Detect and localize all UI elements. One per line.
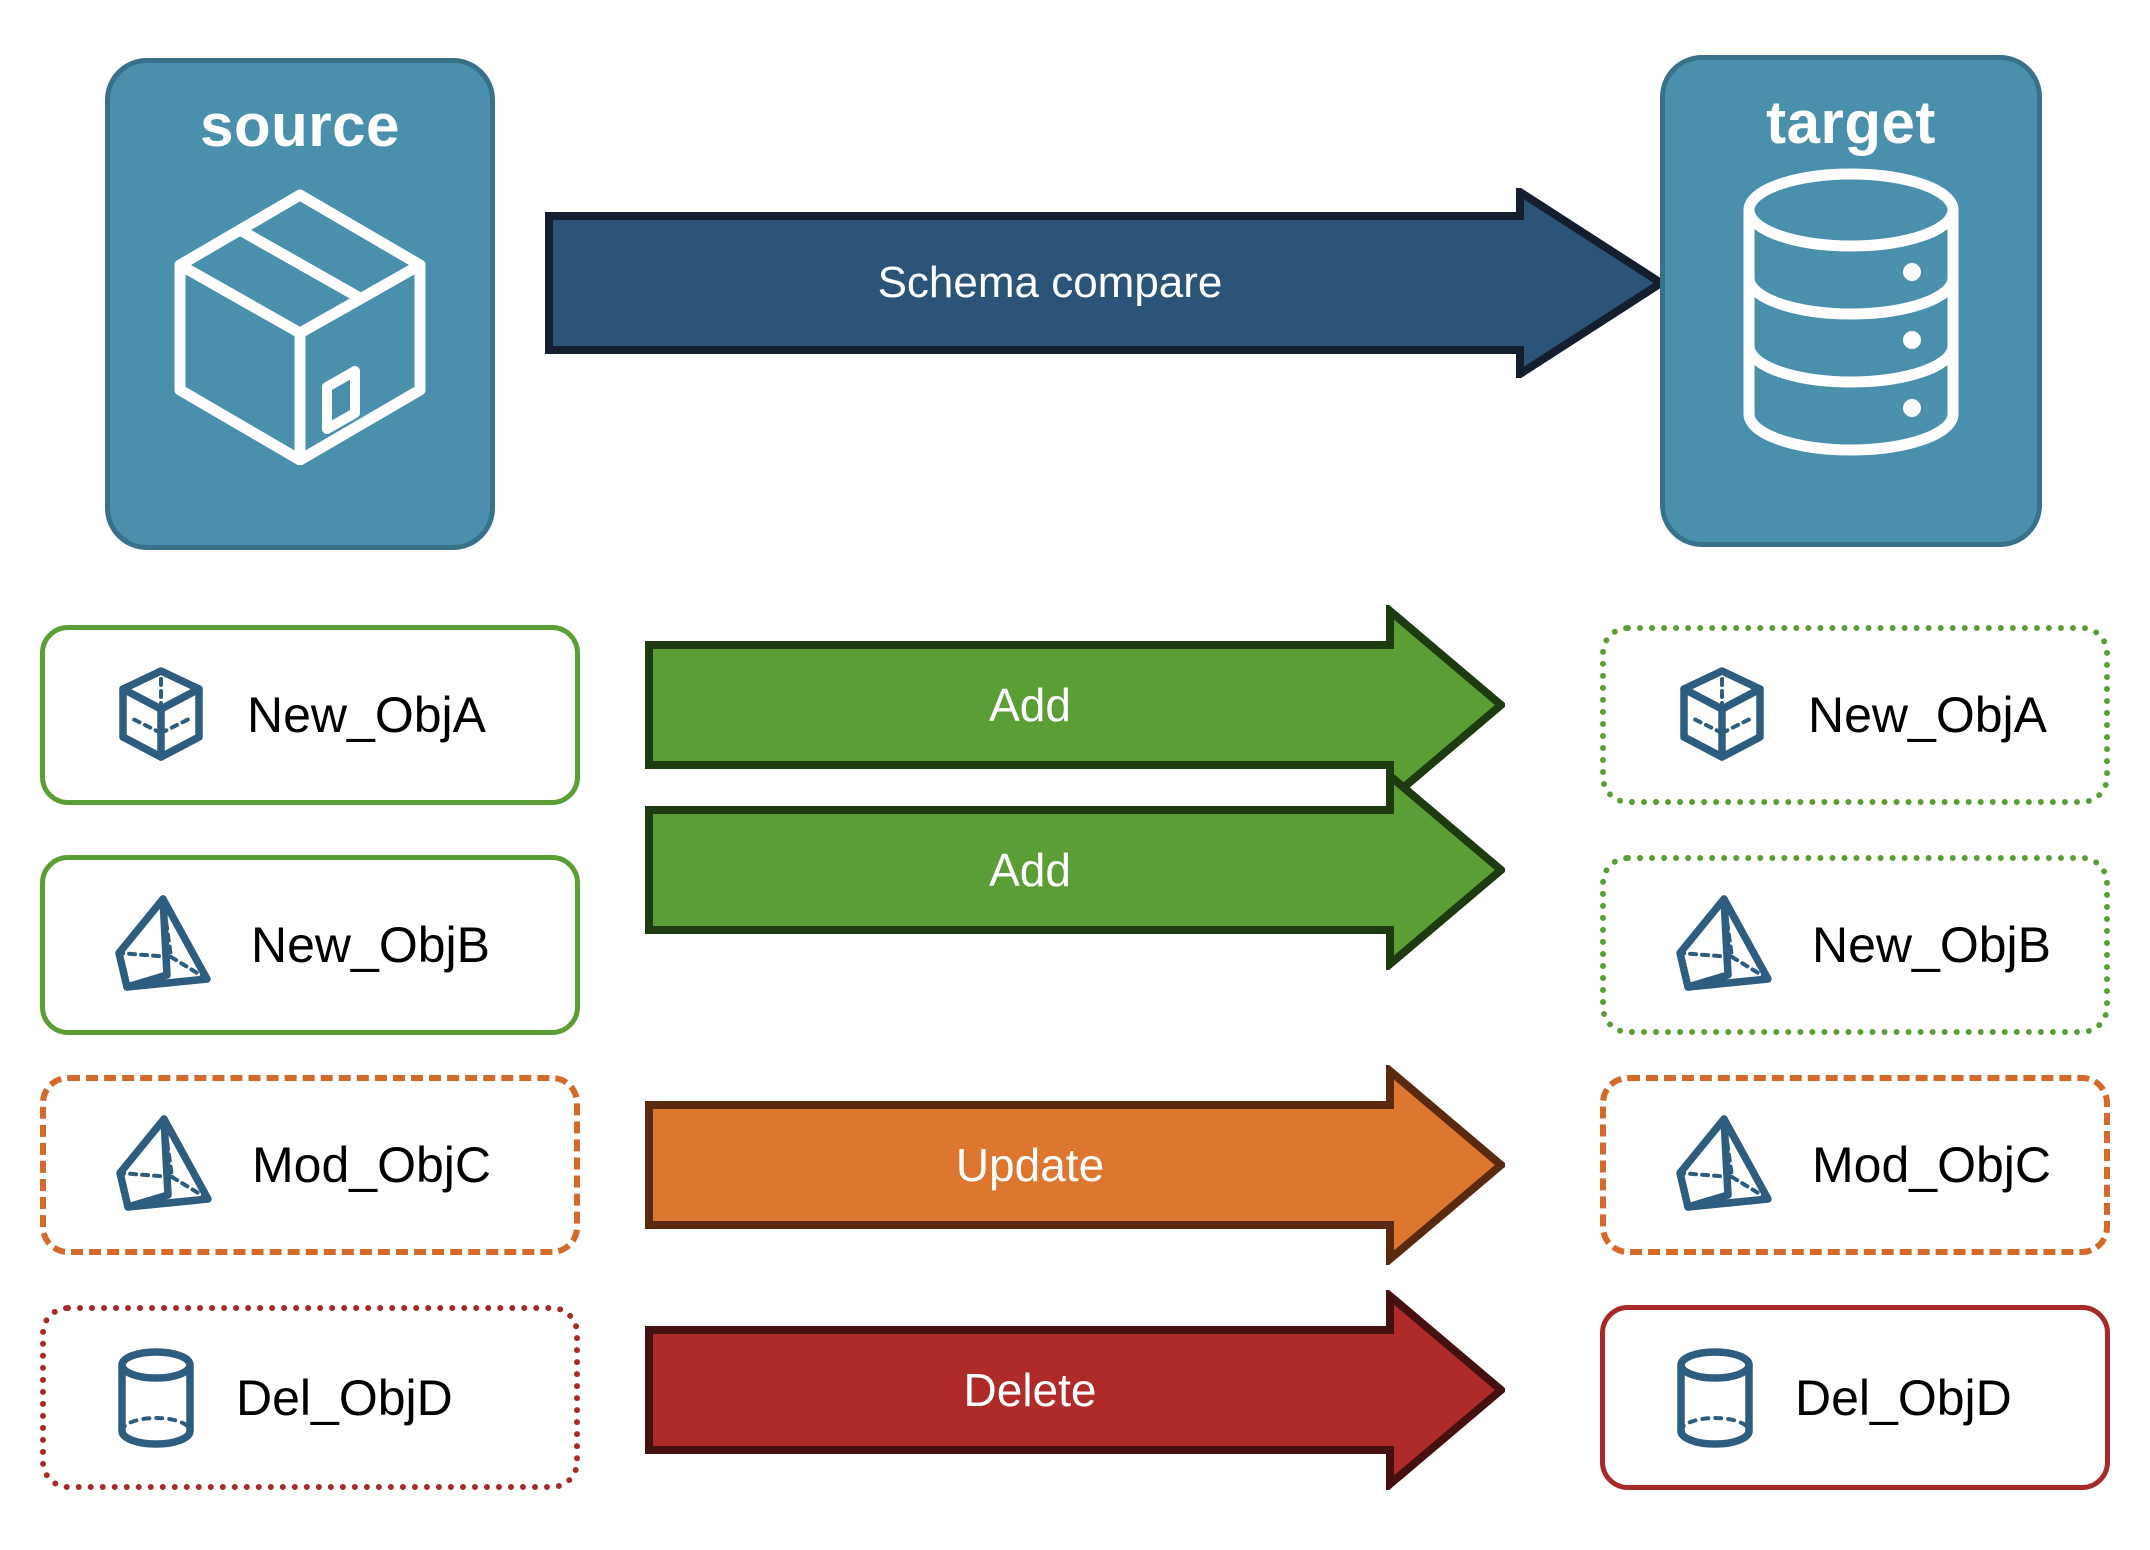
endpoint-card-source[interactable]: source bbox=[105, 58, 495, 550]
source-object-card-4[interactable]: Del_ObjD bbox=[40, 1305, 580, 1490]
wireframe-cube-icon bbox=[109, 663, 213, 767]
source-object-label-4: Del_ObjD bbox=[236, 1369, 453, 1426]
target-object-card-2[interactable]: New_ObjB bbox=[1600, 855, 2110, 1035]
box-3d-icon bbox=[155, 165, 445, 470]
action-arrow-add-1 bbox=[645, 605, 1505, 805]
endpoint-title-source: source bbox=[200, 92, 400, 159]
target-object-label-4: Del_ObjD bbox=[1795, 1369, 2012, 1426]
source-object-card-1[interactable]: New_ObjA bbox=[40, 625, 580, 805]
action-arrow-delete bbox=[645, 1290, 1505, 1490]
database-cylinder-icon bbox=[1726, 162, 1976, 467]
wireframe-cylinder-icon bbox=[1669, 1345, 1761, 1451]
source-object-card-3[interactable]: Mod_ObjC bbox=[40, 1075, 580, 1255]
wireframe-cylinder-icon bbox=[110, 1345, 202, 1451]
source-object-label-1: New_ObjA bbox=[247, 687, 486, 743]
target-object-card-3[interactable]: Mod_ObjC bbox=[1600, 1075, 2110, 1255]
action-arrow-add-2 bbox=[645, 770, 1505, 970]
target-object-label-3: Mod_ObjC bbox=[1812, 1137, 2051, 1193]
target-object-card-1[interactable]: New_ObjA bbox=[1600, 625, 2110, 805]
wireframe-pyramid-icon bbox=[1670, 891, 1778, 999]
endpoint-card-target[interactable]: target bbox=[1660, 55, 2042, 547]
target-object-label-1: New_ObjA bbox=[1808, 687, 2047, 743]
wireframe-cube-icon bbox=[1670, 663, 1774, 767]
source-object-label-2: New_ObjB bbox=[251, 917, 490, 973]
target-object-card-4[interactable]: Del_ObjD bbox=[1600, 1305, 2110, 1490]
endpoint-title-target: target bbox=[1766, 89, 1936, 156]
source-object-card-2[interactable]: New_ObjB bbox=[40, 855, 580, 1035]
wireframe-pyramid-icon bbox=[109, 891, 217, 999]
schema-compare-arrow bbox=[545, 188, 1665, 378]
target-object-label-2: New_ObjB bbox=[1812, 917, 2051, 973]
wireframe-pyramid-icon bbox=[110, 1111, 218, 1219]
source-object-label-3: Mod_ObjC bbox=[252, 1137, 491, 1193]
action-arrow-update bbox=[645, 1065, 1505, 1265]
wireframe-pyramid-icon bbox=[1670, 1111, 1778, 1219]
